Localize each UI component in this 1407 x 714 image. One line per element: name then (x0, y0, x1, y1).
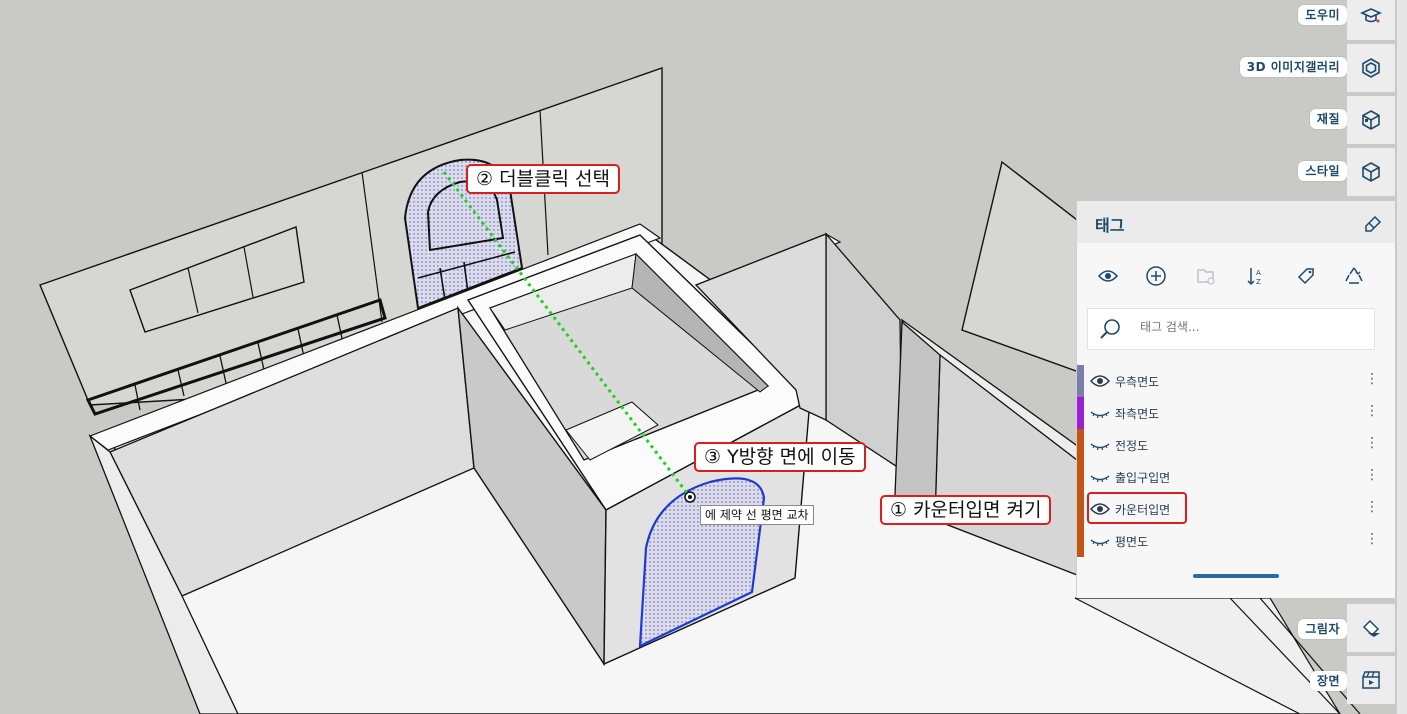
eye-icon (1098, 270, 1118, 282)
tag-color-swatch (1077, 397, 1084, 429)
add-folder-button[interactable] (1193, 263, 1219, 289)
svg-text:Z: Z (1256, 278, 1261, 286)
search-icon (1100, 319, 1120, 339)
tray-label-3d-gallery[interactable]: 3D 이미지갤러리 (1239, 57, 1347, 77)
tray-label-materials[interactable]: 재질 (1309, 109, 1347, 129)
eraser-icon[interactable] (1363, 213, 1383, 233)
callout-double-click-select: ② 더블클릭 선택 (466, 164, 620, 194)
tag-name: 우측면도 (1115, 375, 1160, 389)
eye-open-icon[interactable] (1089, 501, 1112, 517)
right-back-panel (961, 160, 1091, 377)
warehouse-icon (1362, 58, 1380, 78)
tag-color-icon (1297, 268, 1314, 285)
tag-name: 출입구입면 (1115, 471, 1171, 485)
eye-closed-icon[interactable] (1090, 437, 1112, 453)
eye-closed-icon[interactable] (1090, 469, 1112, 485)
tray-label-styles[interactable]: 스타일 (1298, 161, 1347, 181)
tags-panel-title: 태그 (1095, 216, 1125, 235)
graduation-cap-icon (1360, 8, 1382, 23)
add-folder-icon (1197, 269, 1215, 285)
callout-counter-elevation-on: ① 카운터입면 켜기 (880, 495, 1052, 525)
tray-label-helper[interactable]: 도우미 (1298, 5, 1347, 25)
panel-scroll-handle[interactable] (1193, 574, 1279, 578)
tray-scrollbar[interactable] (1397, 0, 1407, 714)
materials-button[interactable] (1347, 96, 1395, 144)
tag-name: 평면도 (1115, 535, 1149, 549)
eye-open-icon[interactable] (1089, 373, 1112, 389)
styles-cube-icon (1362, 162, 1380, 182)
tag-search-box[interactable] (1087, 308, 1375, 350)
tag-name: 전정도 (1115, 439, 1149, 453)
tag-menu-button[interactable]: ⋮ (1365, 467, 1379, 483)
tags-panel-header: 태그 (1077, 201, 1395, 243)
tags-panel: 태그 AZ 우측면도 ⋮ 좌측면도 ⋮ (1076, 201, 1395, 598)
add-tag-icon (1146, 266, 1166, 286)
tag-row[interactable]: 카운터입면 ⋮ (1077, 493, 1395, 525)
inference-guide-line (442, 171, 692, 498)
tray-label-scenes[interactable]: 장면 (1309, 671, 1347, 691)
tag-name: 카운터입면 (1115, 503, 1171, 517)
tag-color-swatch (1077, 461, 1084, 493)
tag-row[interactable]: 출입구입면 ⋮ (1077, 461, 1395, 493)
tag-row[interactable]: 평면도 ⋮ (1077, 525, 1395, 557)
scene-clapper-icon (1362, 671, 1380, 689)
tag-menu-button[interactable]: ⋮ (1365, 435, 1379, 451)
eye-closed-icon[interactable] (1090, 405, 1112, 421)
styles-button[interactable] (1347, 148, 1395, 196)
3d-gallery-button[interactable] (1347, 44, 1395, 92)
tag-row[interactable]: 우측면도 ⋮ (1077, 365, 1395, 397)
inference-tooltip: 에 제약 선 평면 교차 (700, 505, 814, 525)
tag-color-button[interactable] (1293, 263, 1319, 289)
helper-button[interactable] (1347, 0, 1395, 40)
callout-move-y-face: ③ Y방향 면에 이동 (694, 442, 866, 472)
tag-color-swatch (1077, 429, 1084, 461)
materials-cube-icon (1362, 110, 1380, 130)
toggle-visibility-button[interactable] (1095, 263, 1121, 289)
tray-label-shadows[interactable]: 그림자 (1298, 619, 1347, 639)
tag-color-swatch (1077, 525, 1084, 557)
tag-row[interactable]: 전정도 ⋮ (1077, 429, 1395, 461)
tag-color-swatch (1077, 365, 1084, 397)
tag-menu-button[interactable]: ⋮ (1365, 499, 1379, 515)
tag-name: 좌측면도 (1115, 407, 1160, 421)
tag-menu-button[interactable]: ⋮ (1365, 371, 1379, 387)
tag-row[interactable]: 좌측면도 ⋮ (1077, 397, 1395, 429)
tag-menu-button[interactable]: ⋮ (1365, 403, 1379, 419)
add-tag-button[interactable] (1143, 263, 1169, 289)
purge-icon (1345, 267, 1363, 284)
tag-search-input[interactable] (1138, 319, 1362, 335)
purge-button[interactable] (1341, 263, 1367, 289)
window-frame (129, 226, 305, 333)
shadow-icon (1362, 619, 1380, 637)
svg-text:A: A (1256, 269, 1261, 277)
eye-closed-icon[interactable] (1090, 533, 1112, 549)
tag-color-swatch (1077, 493, 1084, 525)
tag-menu-button[interactable]: ⋮ (1365, 531, 1379, 547)
highlight-box (1087, 492, 1187, 524)
scenes-button[interactable] (1347, 656, 1395, 704)
sort-az-icon: AZ (1247, 268, 1261, 286)
shadows-button[interactable] (1347, 604, 1395, 652)
